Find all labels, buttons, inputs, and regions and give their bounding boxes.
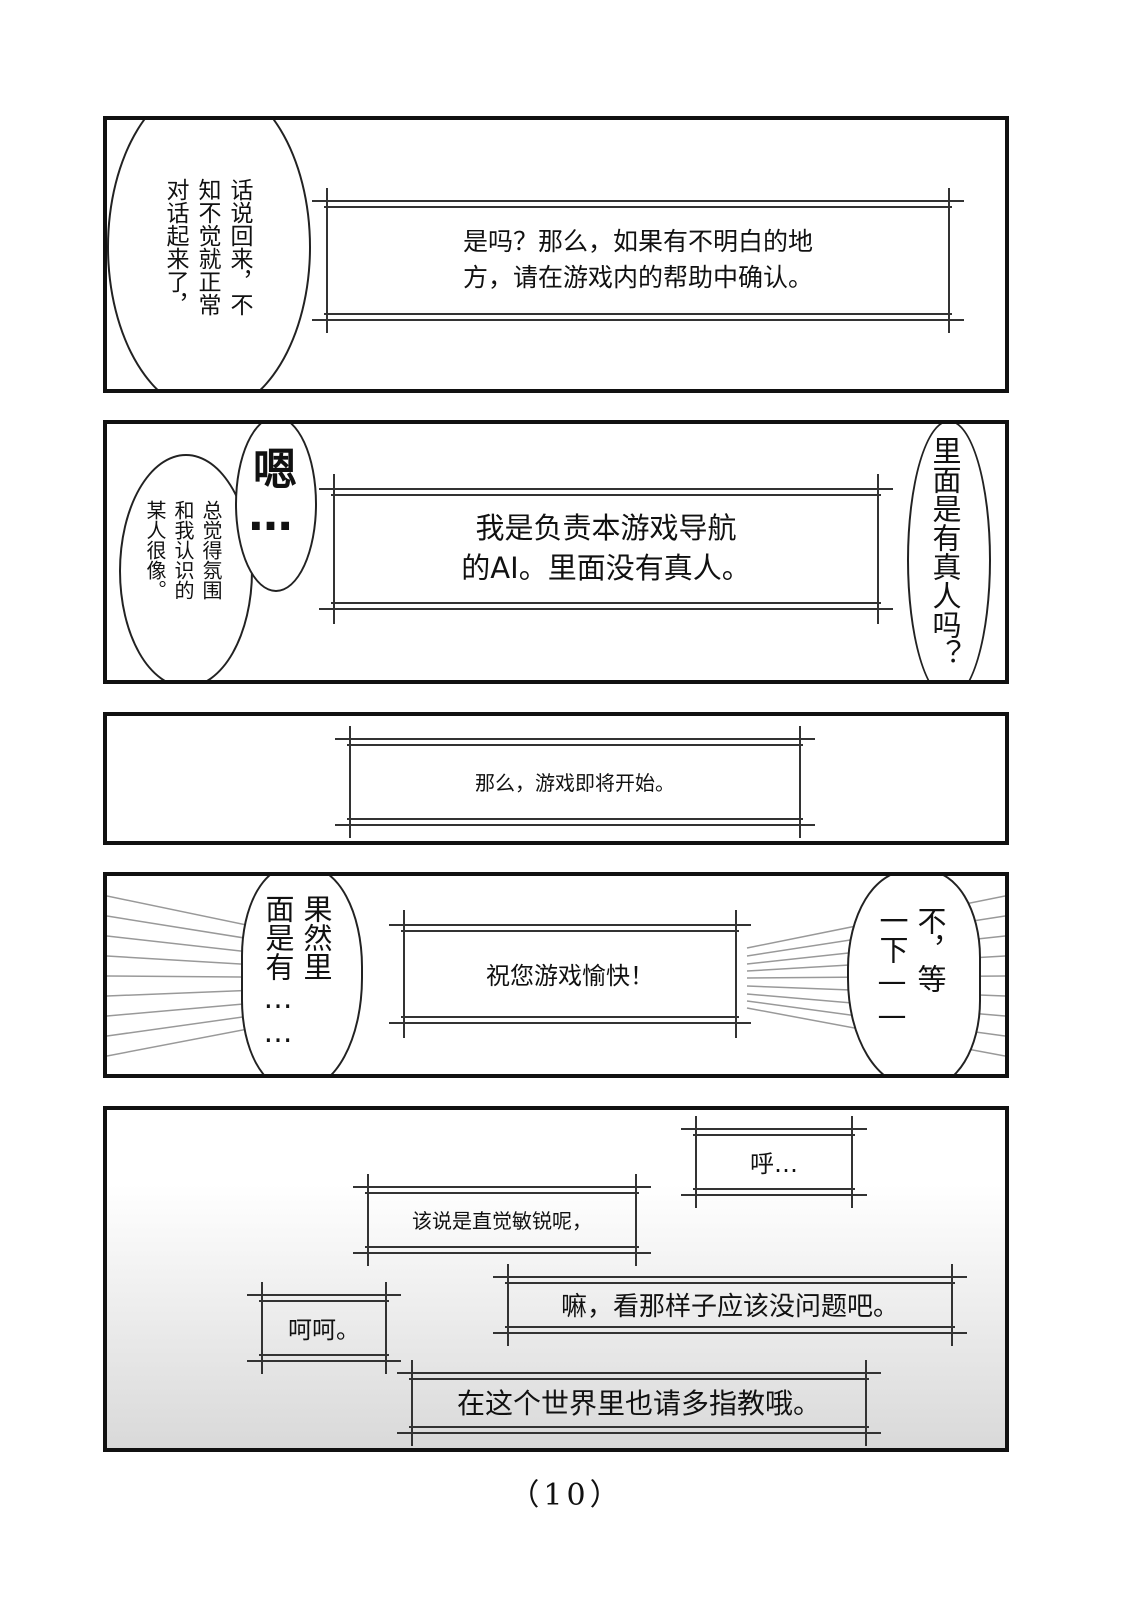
text-box-2: 该说是直觉敏锐呢， [353, 1174, 651, 1266]
system-text: 祝您游戏愉快！ [486, 961, 654, 990]
speech-text-left: 果然里 面是有…… [261, 894, 333, 1049]
panel-5: 呼… 该说是直觉敏锐呢， 嘛，看那样子应该没问题吧。 呵呵。 在这个世界里也请多… [103, 1106, 1009, 1452]
text-box-5-text: 在这个世界里也请多指教哦。 [456, 1387, 821, 1420]
text-box-3-text: 嘛，看那样子应该没问题吧。 [560, 1291, 899, 1322]
panel-2: 嗯… 总觉得氛围 和我认识的 某人很像。 我是负责本游戏导航 的AI。里面没有真… [103, 420, 1009, 684]
exclaim-text: 嗯… [245, 446, 296, 541]
panel-4: 果然里 面是有…… 祝您游戏愉快！ 不，等 一下—— [103, 872, 1009, 1078]
text-box-1-text: 呼… [750, 1149, 798, 1178]
text-box-2-text: 该说是直觉敏锐呢， [412, 1208, 592, 1233]
panel-1: 话说回来，不 知不觉就正常 对话起来了， 是吗？那么，如果有不明白的地 方，请在… [103, 116, 1009, 393]
system-box: 那么，游戏即将开始。 [335, 726, 815, 838]
system-box: 我是负责本游戏导航 的AI。里面没有真人。 [319, 474, 893, 624]
system-box: 祝您游戏愉快！ [389, 910, 751, 1038]
speech-bubble-left [241, 876, 363, 1074]
text-box-1: 呼… [681, 1116, 867, 1208]
exclaim-bubble [235, 424, 317, 592]
system-text: 我是负责本游戏导航 的AI。里面没有真人。 [461, 511, 751, 585]
page-number: （10） [509, 1478, 624, 1513]
speech-bubble-right [907, 424, 991, 680]
speech-bubble-left [107, 120, 311, 389]
speech-text-right: 不，等 一下—— [875, 906, 947, 1032]
speech-text-left: 话说回来，不 知不觉就正常 对话起来了， [162, 178, 252, 316]
text-box-5: 在这个世界里也请多指教哦。 [397, 1360, 881, 1446]
panel-3: 那么，游戏即将开始。 [103, 712, 1009, 845]
speech-bubble-left [119, 454, 253, 680]
speech-text-left: 总觉得氛围 和我认识的 某人很像。 [143, 500, 223, 600]
system-text: 是吗？那么，如果有不明白的地 方，请在游戏内的帮助中确认。 [462, 227, 813, 292]
system-text: 那么，游戏即将开始。 [475, 770, 675, 795]
system-box: 是吗？那么，如果有不明白的地 方，请在游戏内的帮助中确认。 [312, 188, 964, 333]
text-box-3: 嘛，看那样子应该没问题吧。 [493, 1264, 967, 1346]
text-box-4-text: 呵呵。 [288, 1315, 360, 1344]
text-box-4: 呵呵。 [247, 1282, 401, 1374]
speech-bubble-right [847, 876, 981, 1074]
speech-text-right: 里面是有真人吗？ [928, 436, 962, 668]
